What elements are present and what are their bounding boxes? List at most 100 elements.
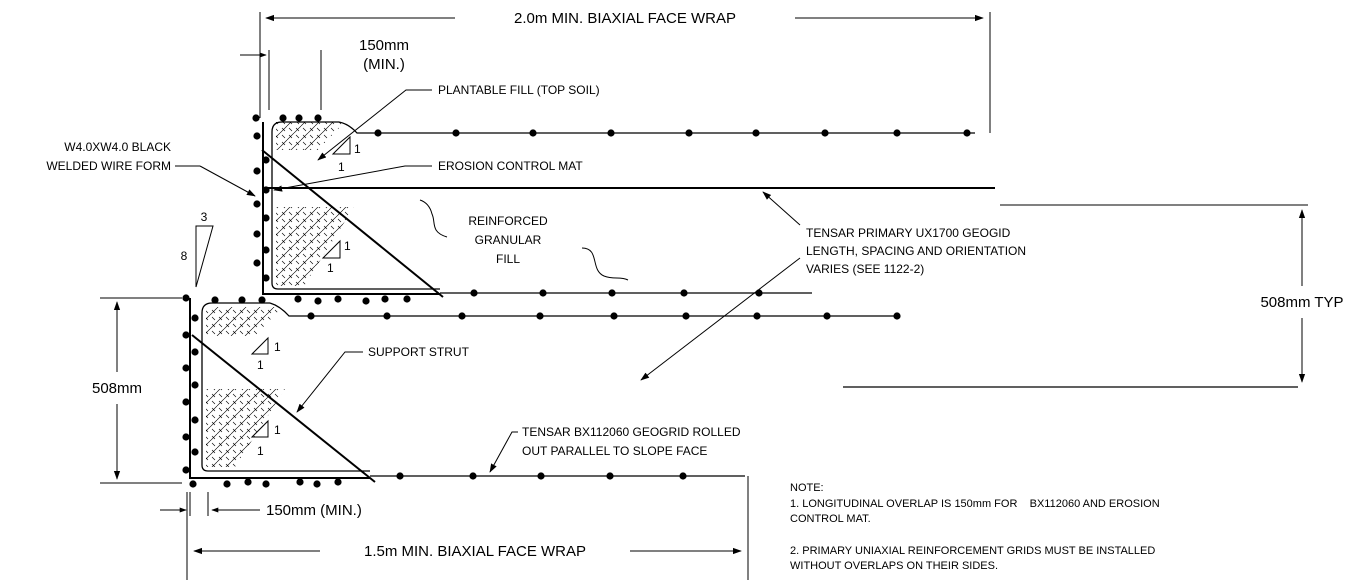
grid-node [963,129,971,137]
grid-node [182,294,190,302]
lower-ratio-vertical-2: 1 [274,423,281,437]
notes-title: NOTE: [790,482,824,494]
typ-spacing-dimension-text: 508mm TYP [1260,294,1343,311]
upper-slope-triangle-1 [331,135,351,155]
grid-node [182,433,190,441]
grid-node [182,398,190,406]
grid-node [313,480,321,488]
grid-node [191,348,199,356]
grid-node [238,296,246,304]
grid-node [753,312,761,320]
grid-node [893,129,901,137]
grid-node [752,129,760,137]
grid-node [253,167,261,175]
upper-ratio-vertical-1: 1 [354,142,361,156]
upper-slope-triangle-2 [321,239,341,259]
grid-node [383,312,391,320]
grid-node [191,381,199,389]
grid-node [821,129,829,137]
grid-node [334,478,342,486]
upper-ratio-vertical-2: 1 [344,239,351,253]
grid-node [295,114,303,122]
reinforced-fill-line2: GRANULAR [475,233,542,247]
grid-node [223,480,231,488]
grid-node [469,472,477,480]
grid-node [314,114,322,122]
support-strut-label: SUPPORT STRUT [368,345,470,359]
notes-block: NOTE: 1. LONGITUDINAL OVERLAP IS 150mm F… [790,482,1160,572]
label-reinforced-fill: REINFORCED GRANULAR FILL [419,199,629,281]
strut-ratio-labels: 1 1 1 1 1 1 1 1 [257,142,361,458]
dimension-bottom-offset: 150mm (MIN.) [160,492,362,519]
lower-biaxial-wrap [201,302,370,472]
grid-node [262,186,270,194]
tensar-ux-line1: TENSAR PRIMARY UX1700 GEOGID [806,226,1011,240]
top-wrap-dimension-text: 2.0m MIN. BIAXIAL FACE WRAP [514,10,736,27]
grid-node [607,129,615,137]
lower-ratio-vertical-1: 1 [274,340,281,354]
upper-support-strut [261,149,444,298]
grid-node [253,132,261,140]
grid-node [262,246,270,254]
reinforced-fill-line3: FILL [496,252,520,266]
face-slope-rise: 8 [181,249,188,263]
grid-node [374,129,382,137]
lower-biaxial-return [269,302,900,317]
face-slope-run: 3 [201,210,208,224]
lower-wire-form [189,298,370,479]
grid-node [191,448,199,456]
grid-node [182,466,190,474]
grid-node [529,129,537,137]
grid-node [823,312,831,320]
grid-node [893,312,901,320]
grid-node [608,289,616,297]
top-offset-line2: (MIN.) [363,56,405,73]
grid-node [182,364,190,372]
label-tensar-ux: TENSAR PRIMARY UX1700 GEOGID LENGTH, SPA… [640,191,1026,381]
dimension-typ-spacing: 508mm TYP [1000,204,1344,383]
tensar-bx-line1: TENSAR BX112060 GEOGRID ROLLED [522,425,741,439]
grid-node [606,472,614,480]
grid-node [539,289,547,297]
label-erosion-mat: EROSION CONTROL MAT [273,159,583,192]
upper-topsoil-top [276,122,345,150]
grid-node [452,129,460,137]
grid-node [262,480,270,488]
lower-ratio-horizontal-1: 1 [257,358,264,372]
lower-slope-triangle-2 [250,419,269,438]
grid-node [682,312,690,320]
grid-node [470,289,478,297]
dimension-lift-height: 508mm [92,297,182,484]
bottom-wrap-dimension-text: 1.5m MIN. BIAXIAL FACE WRAP [364,543,586,560]
grid-node [685,129,693,137]
label-tensar-bx: TENSAR BX112060 GEOGRID ROLLED OUT PARAL… [489,425,741,473]
grid-node [307,312,315,320]
grid-node [191,314,199,322]
grid-node [253,200,261,208]
grid-node [334,295,342,303]
lower-lift [182,294,901,488]
grid-node [537,472,545,480]
grid-node [211,296,219,304]
tensar-ux-line2: LENGTH, SPACING AND ORIENTATION [806,244,1026,258]
upper-ratio-horizontal-1: 1 [338,160,345,174]
upper-topsoil-bottom [276,207,354,286]
grid-node [279,114,287,122]
upper-lift [252,114,995,305]
upper-biaxial-wrap [271,121,440,290]
grid-node [262,274,270,282]
grid-node [189,480,197,488]
label-support-strut: SUPPORT STRUT [296,345,470,413]
grid-node [296,478,304,486]
lower-slope-triangle-1 [250,336,269,355]
grid-node [182,331,190,339]
erosion-mat-label: EROSION CONTROL MAT [438,159,583,173]
face-slope-indicator: 3 8 [181,210,214,288]
grid-node [253,230,261,238]
grid-node [294,295,302,303]
grid-node [258,296,266,304]
note-1-line2: CONTROL MAT. [790,513,871,525]
lower-topsoil-bottom [206,389,285,467]
note-2-line2: WITHOUT OVERLAPS ON THEIR SIDES. [790,560,998,572]
grid-node [191,416,199,424]
